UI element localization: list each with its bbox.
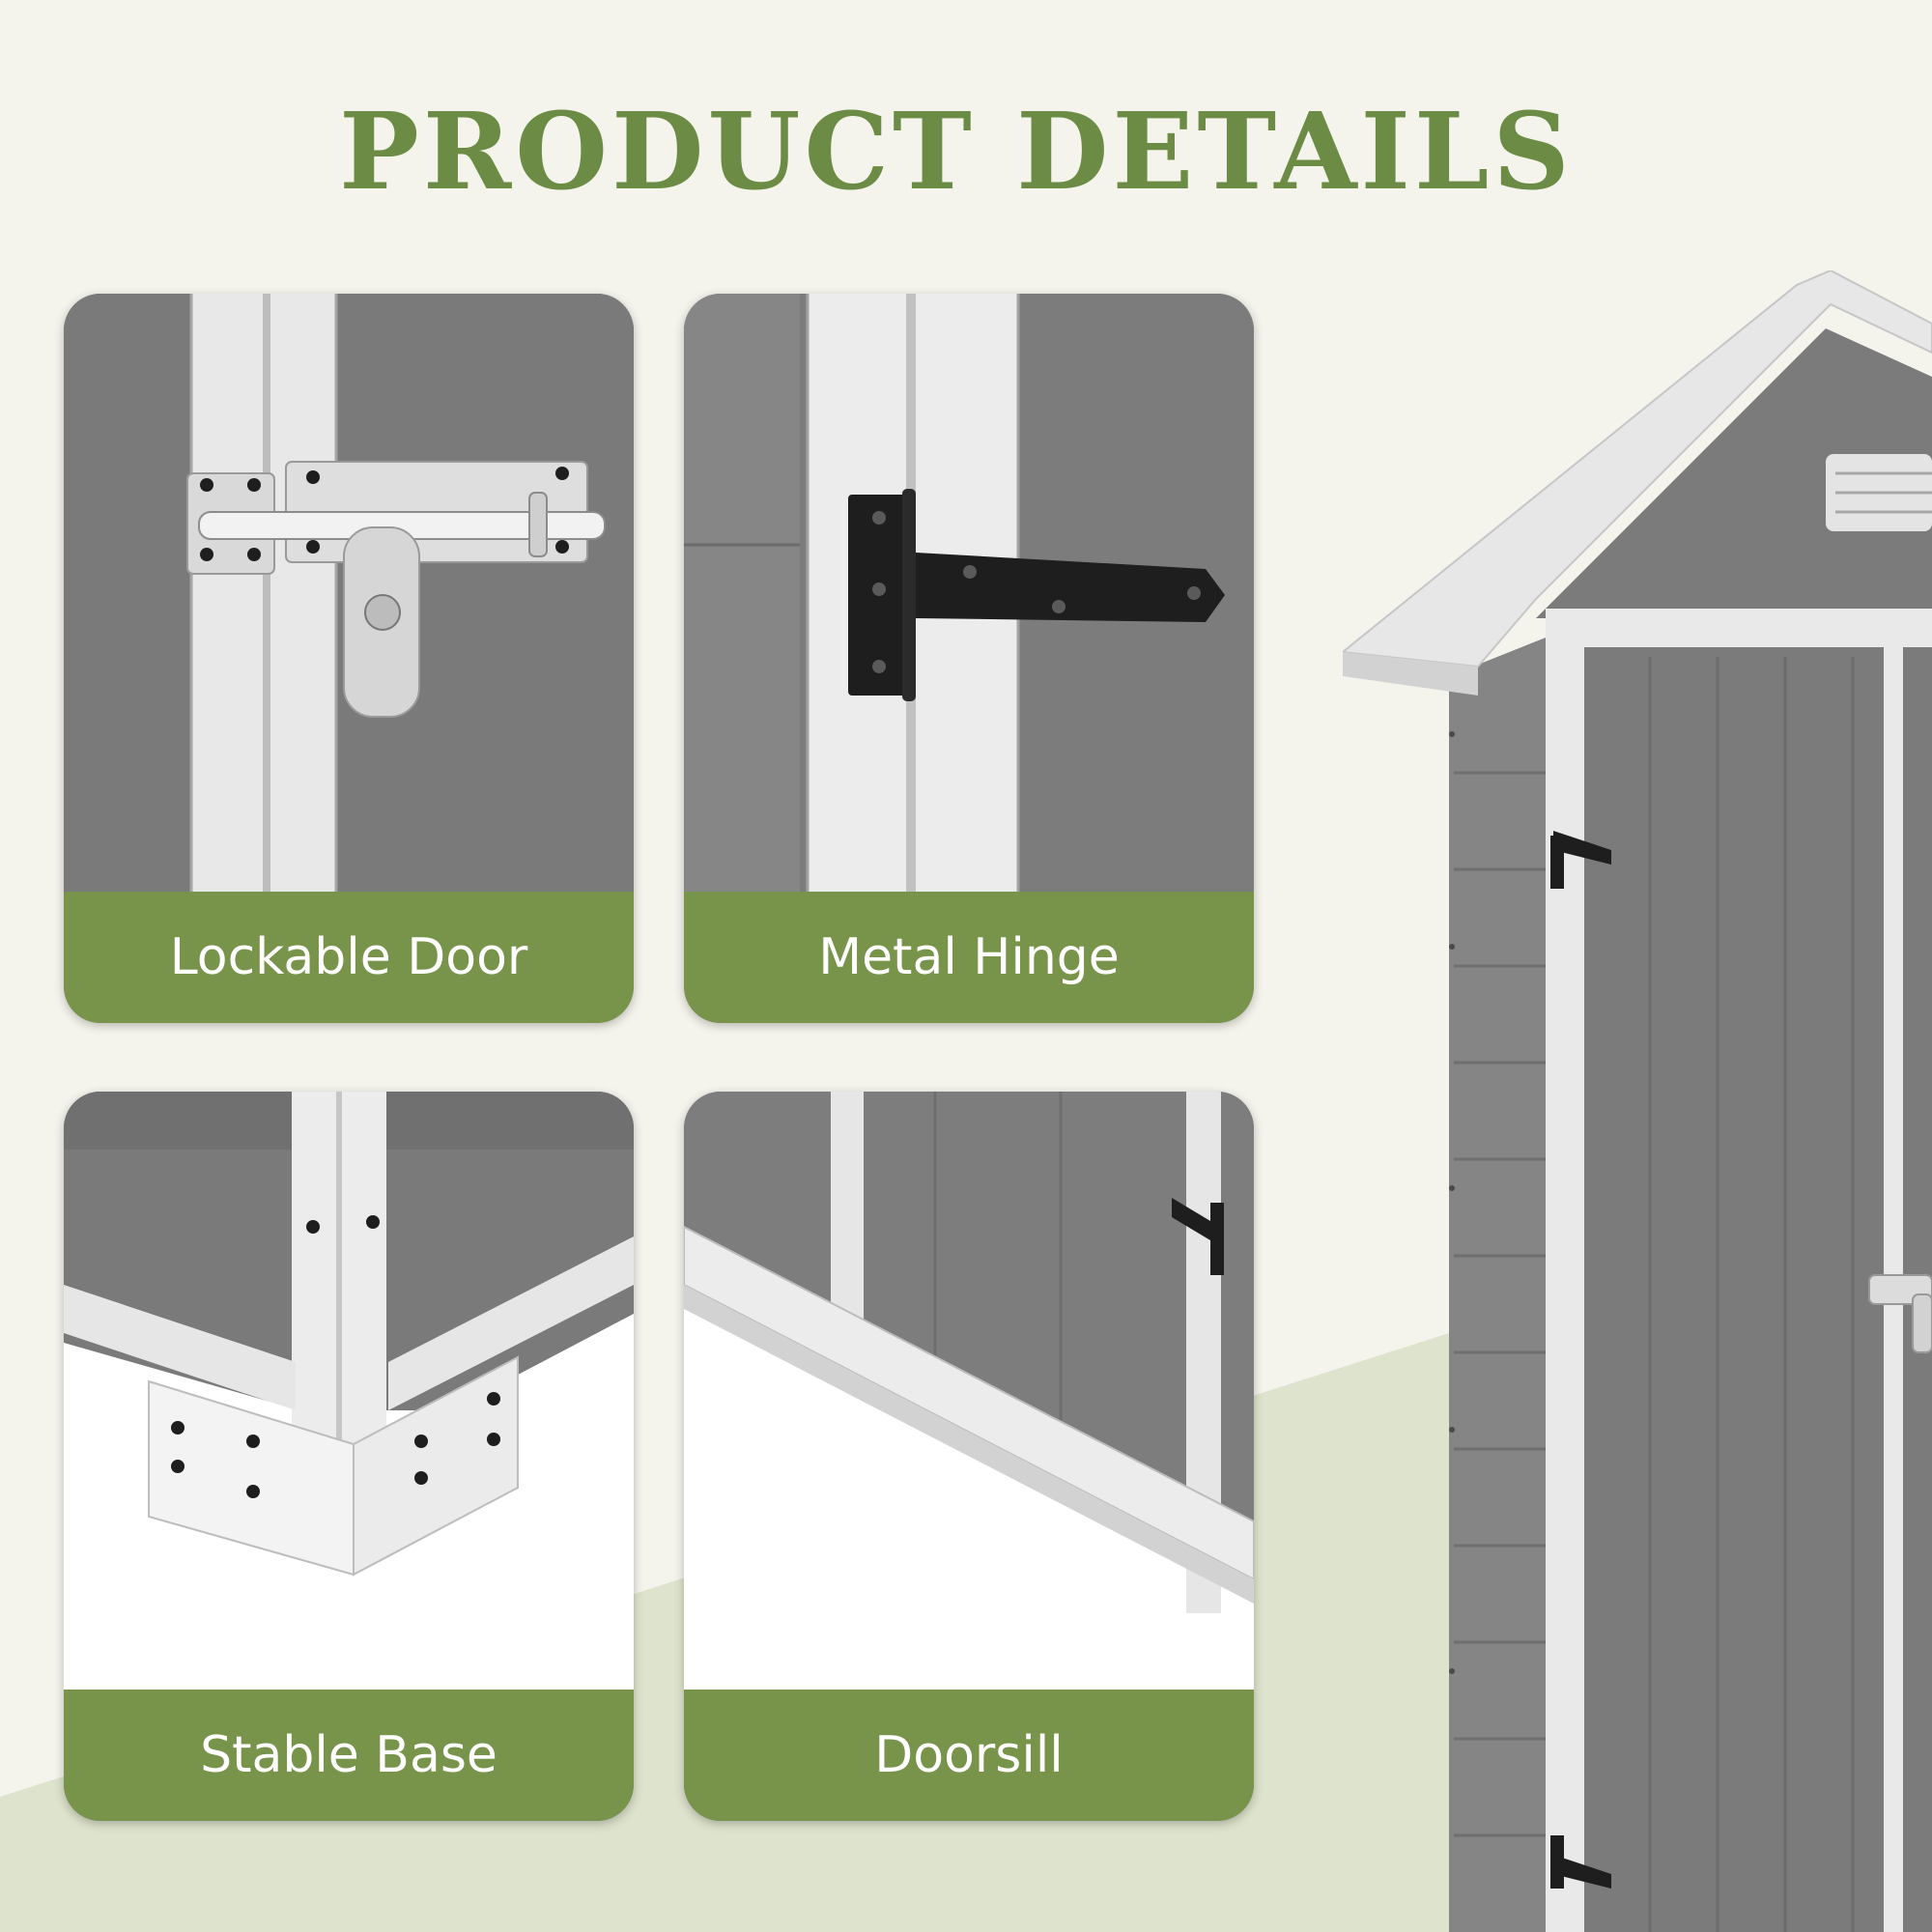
feature-card-stable-base: Stable Base [64,1092,634,1821]
corner-bracket-icon [64,1092,634,1690]
hinge-icon [684,294,1254,893]
page-title: PRODUCT DETAILS [339,89,1574,213]
feature-card-doorsill: Doorsill [684,1092,1254,1821]
feature-label: Stable Base [64,1690,634,1821]
feature-card-lockable-door: Lockable Door [64,294,634,1023]
feature-label: Doorsill [684,1690,1254,1821]
feature-label: Lockable Door [64,892,634,1023]
door-latch-icon [64,294,634,893]
garden-shed-icon [1343,270,1932,1932]
doorsill-icon [684,1092,1254,1690]
feature-card-metal-hinge: Metal Hinge [684,294,1254,1023]
feature-label: Metal Hinge [684,892,1254,1023]
